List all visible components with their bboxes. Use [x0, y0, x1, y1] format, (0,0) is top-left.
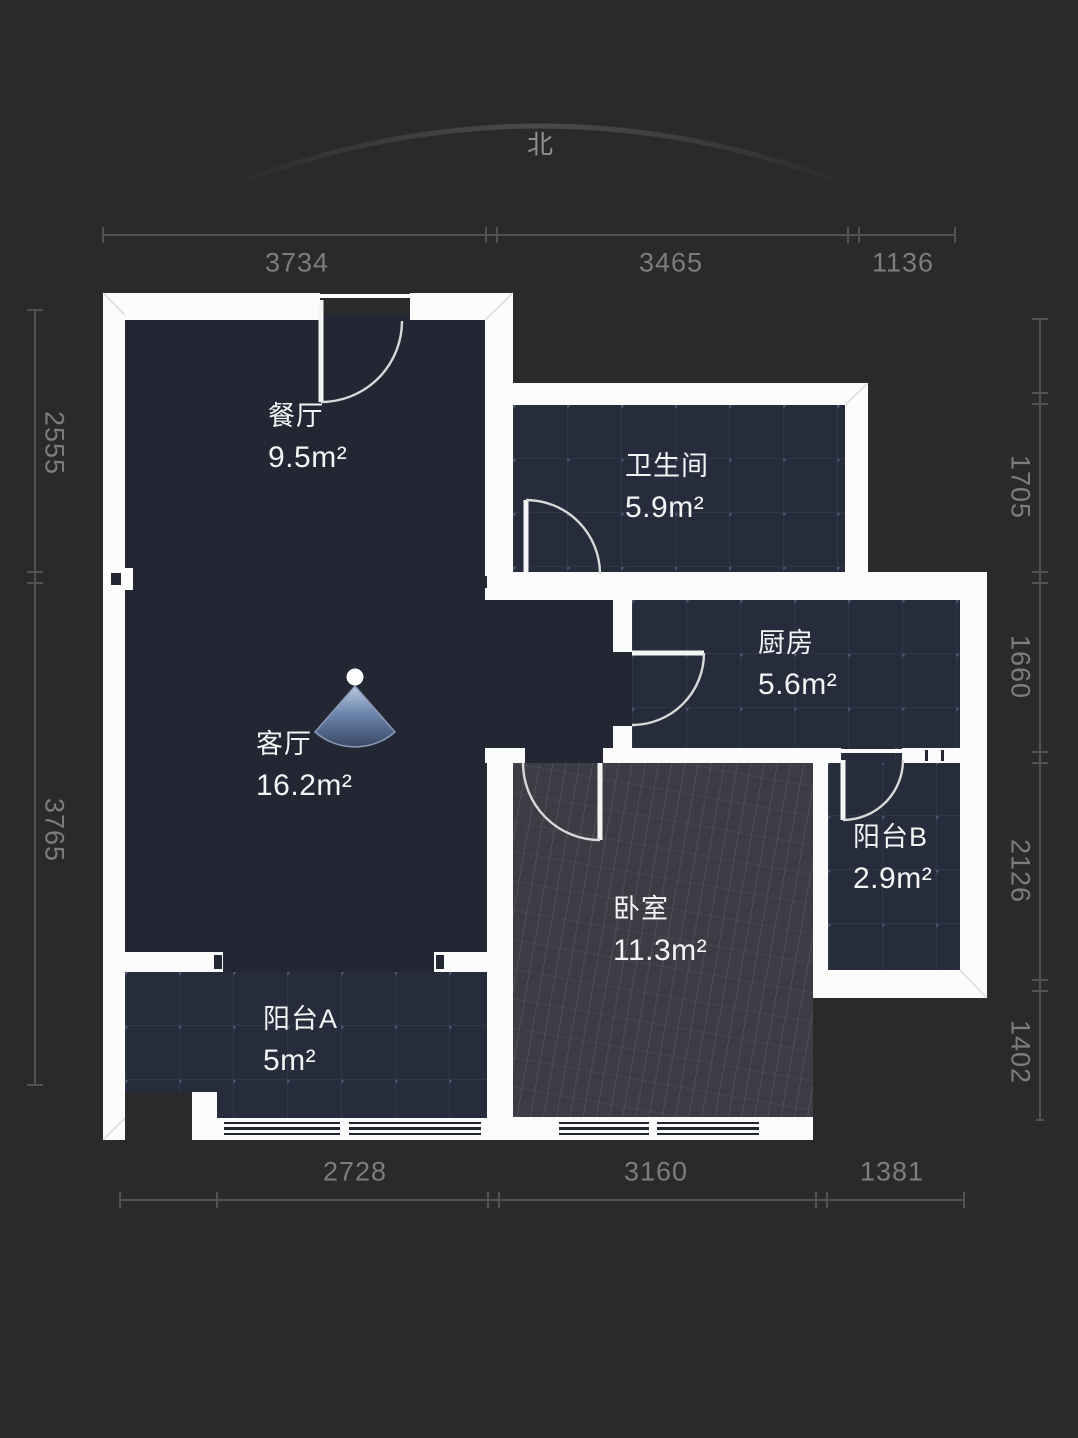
balcony-a-window-glazing — [349, 1122, 481, 1124]
room-name: 阳台B — [853, 822, 929, 852]
wall-kitchen-left-upper — [613, 600, 632, 652]
wall-mid-b — [603, 748, 841, 763]
junction-stub — [125, 568, 133, 590]
room-label-living: 客厅 16.2m² — [256, 731, 352, 801]
wall-dining-bath-divider — [485, 315, 513, 585]
dim-right-4: 1402 — [1005, 1019, 1036, 1085]
kitchen-window-glazing — [925, 750, 928, 761]
wall-top-left — [103, 293, 320, 320]
balcony-a-window-glazing — [224, 1133, 340, 1135]
floor-bedroom — [513, 763, 813, 1117]
floor-balcony-b — [828, 762, 960, 970]
kitchen-window-glazing — [941, 750, 944, 761]
dim-top-2: 3465 — [638, 247, 704, 278]
floor-hallway — [485, 600, 613, 748]
north-label: 北 — [526, 129, 554, 160]
dim-top-1: 3734 — [264, 247, 330, 278]
opening-jamb-tick — [214, 955, 222, 969]
floor-kitchen — [632, 600, 960, 748]
wall-mid-e — [957, 748, 987, 763]
room-label-dining: 餐厅 9.5m² — [268, 403, 347, 473]
room-label-kitchen: 厨房 5.6m² — [758, 630, 837, 700]
bedroom-door-arc — [521, 762, 601, 842]
wall-bathroom-top — [513, 383, 868, 405]
dim-right-1: 1705 — [1005, 454, 1036, 520]
room-area: 16.2m² — [256, 769, 353, 802]
kitchen-door-arc — [631, 652, 706, 727]
room-label-bathroom: 卫生间 5.9m² — [625, 453, 709, 523]
door-leaves — [318, 300, 846, 840]
dim-left-2: 3765 — [39, 797, 70, 863]
balcony-b-door-arc — [842, 759, 905, 822]
wall-living-bottom-left — [125, 952, 223, 972]
dim-left-1: 2555 — [39, 410, 70, 476]
dim-bottom-1: 2728 — [322, 1156, 388, 1187]
exterior-notch — [125, 1092, 192, 1140]
room-label-balcony-b: 阳台B 2.9m² — [853, 824, 932, 894]
bedroom-door-gap — [525, 748, 603, 763]
dim-right-3: 2126 — [1005, 838, 1036, 904]
dim-bottom-3: 1381 — [859, 1156, 925, 1187]
entry-door-arc — [320, 320, 404, 404]
dimension-lines — [27, 227, 1048, 1208]
room-area: 11.3m² — [613, 934, 708, 967]
wall-balcony-a-step — [192, 1092, 217, 1140]
bedroom-window-glazing — [559, 1122, 649, 1124]
room-area: 5.6m² — [758, 668, 838, 701]
balcony-a-window-glazing — [224, 1127, 340, 1130]
room-area: 9.5m² — [268, 441, 348, 474]
balcony-a-window-glazing — [349, 1133, 481, 1135]
wall-mid-a — [485, 748, 525, 763]
room-name: 厨房 — [758, 628, 814, 658]
junction-tick — [479, 576, 487, 588]
floor-bathroom — [513, 405, 845, 572]
balcony-a-window-glazing — [224, 1122, 340, 1124]
bedroom-window-glazing — [657, 1127, 759, 1130]
bedroom-window-glazing — [559, 1127, 649, 1130]
north-arc — [244, 123, 836, 183]
room-area: 5m² — [263, 1044, 317, 1077]
bathroom-door-arc — [525, 498, 602, 575]
dim-bottom-2: 3160 — [623, 1156, 689, 1187]
floor-living-dining — [125, 315, 485, 952]
room-name: 卫生间 — [625, 451, 709, 481]
bedroom-window-glazing — [657, 1122, 759, 1124]
wall-bathroom-right — [845, 405, 868, 572]
room-label-balcony-a: 阳台A 5m² — [263, 1006, 338, 1076]
room-label-bedroom: 卧室 11.3m² — [613, 896, 707, 966]
kitchen-window-segment — [913, 748, 957, 763]
room-name: 阳台A — [263, 1004, 339, 1034]
kitchen-door-gap — [613, 652, 632, 726]
wall-right-outer — [960, 572, 987, 998]
living-balcony-opening — [223, 952, 434, 972]
balcony-a-window-glazing — [349, 1127, 481, 1130]
wall-kitchen-left-lower — [613, 726, 632, 748]
room-name: 客厅 — [256, 729, 312, 759]
wall-mid-pier — [902, 748, 913, 763]
bedroom-window-glazing — [657, 1133, 759, 1135]
wall-bedroom-balcony-b — [813, 763, 828, 998]
bedroom-window-glazing — [559, 1133, 649, 1135]
wall-living-bottom-right — [434, 952, 487, 972]
wall-bathroom-kitchen-band — [485, 572, 987, 600]
room-area: 2.9m² — [853, 862, 933, 895]
room-name: 卧室 — [613, 894, 669, 924]
door-arcs — [320, 320, 905, 842]
room-name: 餐厅 — [268, 401, 324, 431]
dim-top-3: 1136 — [871, 247, 935, 278]
wall-balcony-b-bottom — [813, 970, 987, 998]
opening-jamb-tick — [436, 955, 444, 969]
wall-left — [103, 293, 125, 1140]
room-area: 5.9m² — [625, 491, 705, 524]
entry-threshold — [320, 294, 410, 298]
wall-bedroom-left — [487, 763, 513, 1117]
dim-right-2: 1660 — [1005, 634, 1036, 700]
ceiling-light-icon — [313, 668, 397, 748]
wall-miter-lines — [102, 292, 988, 1141]
balcony-b-threshold — [841, 749, 902, 753]
junction-tick — [111, 573, 121, 585]
